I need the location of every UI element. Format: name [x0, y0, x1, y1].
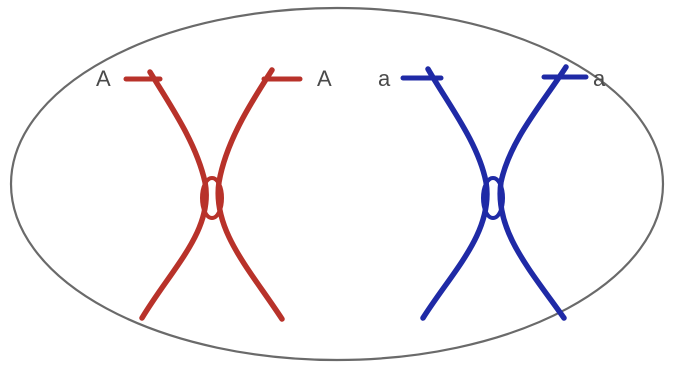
- right-homolog-centromere: [481, 176, 505, 220]
- allele-label-left-lowercase-a: a: [378, 66, 391, 91]
- allele-label-left-a: A: [96, 66, 111, 91]
- cell-outline: [9, 6, 665, 362]
- right-homolog: a a: [378, 64, 606, 321]
- allele-label-right-lowercase-a: a: [593, 66, 606, 91]
- left-homolog: A A: [96, 66, 332, 322]
- left-homolog-sister-chromatid-2: [215, 67, 285, 322]
- left-homolog-sister-chromatid-1: [139, 69, 209, 321]
- allele-label-right-a: A: [317, 66, 332, 91]
- left-homolog-centromere: [200, 176, 224, 220]
- right-homolog-sister-chromatid-1: [420, 66, 490, 321]
- right-homolog-sister-chromatid-2: [497, 64, 569, 321]
